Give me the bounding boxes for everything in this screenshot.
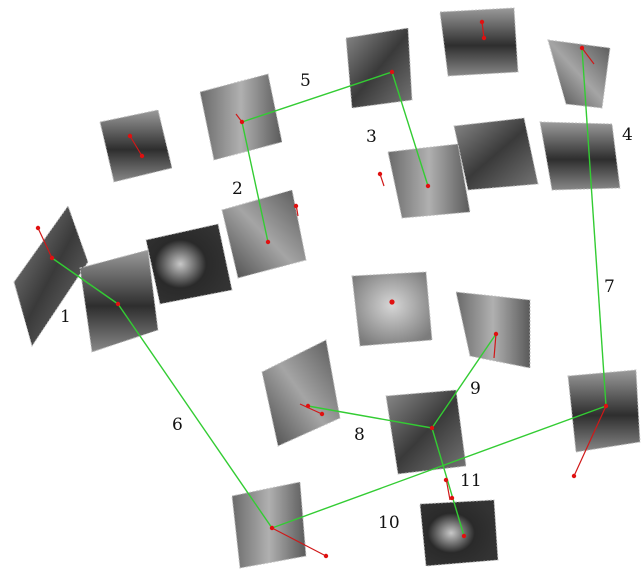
edge-label-10: 10 bbox=[378, 513, 400, 533]
edge-7 bbox=[581, 47, 607, 407]
keypoint bbox=[139, 153, 145, 159]
patch-node-3 bbox=[387, 143, 471, 219]
ray-top-center bbox=[481, 21, 485, 39]
keypoint bbox=[269, 525, 275, 531]
keypoints bbox=[35, 19, 609, 559]
keypoint bbox=[239, 119, 245, 125]
edge-label-6: 6 bbox=[172, 415, 183, 435]
keypoint bbox=[377, 171, 383, 177]
patch-right-mid-a bbox=[453, 117, 539, 191]
keypoint bbox=[49, 255, 55, 261]
edge-3 bbox=[391, 71, 429, 187]
edge-2 bbox=[241, 121, 269, 243]
edge-1 bbox=[51, 257, 119, 305]
ray-9 bbox=[493, 333, 497, 359]
ray-4 bbox=[581, 47, 595, 65]
keypoint bbox=[389, 299, 395, 305]
patch-center-junction bbox=[385, 389, 467, 475]
edge-label-4: 4 bbox=[622, 125, 633, 145]
keypoint bbox=[449, 495, 455, 501]
edge-label-5: 5 bbox=[300, 71, 311, 91]
edge-10-base bbox=[271, 405, 607, 529]
edge-label-1: 1 bbox=[60, 307, 71, 327]
patch-node-1-left bbox=[13, 204, 89, 348]
keypoint bbox=[425, 183, 431, 189]
edge-6 bbox=[117, 303, 273, 529]
edge-labels: 1 2 3 4 5 6 7 8 9 10 11 bbox=[60, 71, 633, 533]
keypoint bbox=[35, 225, 41, 231]
keypoint bbox=[319, 411, 325, 417]
keypoint bbox=[429, 425, 435, 431]
patch-node-5-left bbox=[199, 73, 283, 161]
edge-label-3: 3 bbox=[366, 127, 377, 147]
keypoint bbox=[571, 473, 577, 479]
patch-dark-spot bbox=[145, 223, 233, 305]
keypoint bbox=[127, 133, 133, 139]
ray-7 bbox=[573, 405, 607, 477]
keypoint bbox=[323, 553, 329, 559]
patch-node-9 bbox=[455, 291, 531, 369]
patch-center-bright bbox=[351, 271, 433, 347]
patch-node-6 bbox=[231, 481, 307, 569]
patch-node-5-right bbox=[345, 27, 413, 109]
keypoint bbox=[293, 203, 299, 209]
ray-8 bbox=[299, 403, 323, 415]
edge-label-11: 11 bbox=[460, 471, 482, 491]
patch-node-11 bbox=[419, 499, 499, 567]
ray-1 bbox=[37, 227, 53, 259]
patch-node-2 bbox=[221, 189, 307, 279]
keypoint bbox=[579, 45, 585, 51]
edge-label-8: 8 bbox=[354, 425, 365, 445]
edge-8 bbox=[307, 405, 433, 429]
keypoint bbox=[115, 301, 121, 307]
graph-edges bbox=[51, 47, 607, 537]
keypoint bbox=[389, 69, 395, 75]
patch-node-4 bbox=[547, 39, 611, 109]
keypoint bbox=[481, 35, 487, 41]
patch-top-center bbox=[439, 7, 519, 77]
patch-right-mid-b bbox=[539, 121, 621, 191]
ray-top-left bbox=[129, 135, 143, 157]
keypoint bbox=[265, 239, 271, 245]
edge-label-7: 7 bbox=[604, 277, 615, 297]
edge-label-9: 9 bbox=[470, 379, 481, 399]
patches bbox=[13, 7, 641, 569]
edge-11 bbox=[431, 427, 465, 537]
keypoint bbox=[461, 533, 467, 539]
ray-10 bbox=[271, 527, 327, 557]
keypoint bbox=[493, 331, 499, 337]
keypoint bbox=[603, 403, 609, 409]
edge-5 bbox=[241, 71, 393, 123]
keypoint bbox=[479, 19, 485, 25]
patch-node-1-right bbox=[79, 249, 159, 353]
keypoint bbox=[305, 403, 311, 409]
keypoint bbox=[443, 477, 449, 483]
edge-9 bbox=[431, 333, 497, 429]
edge-label-2: 2 bbox=[232, 179, 243, 199]
patch-node-8 bbox=[261, 339, 341, 447]
